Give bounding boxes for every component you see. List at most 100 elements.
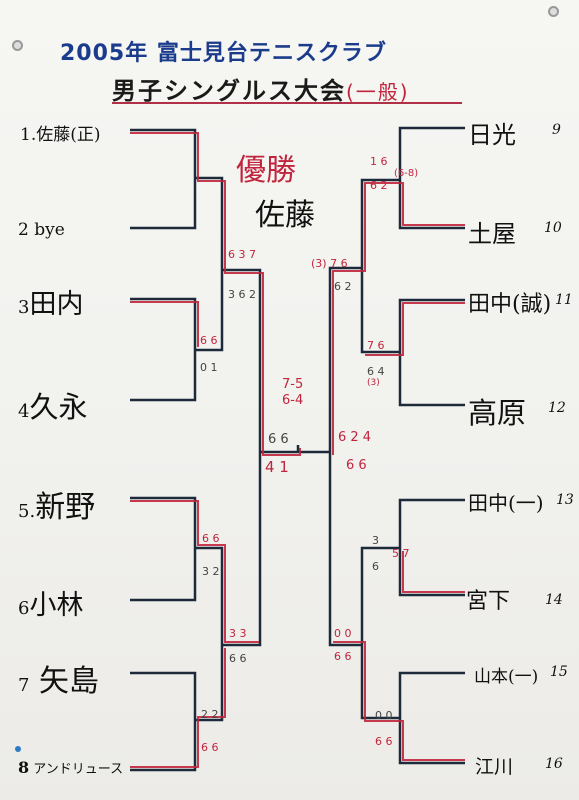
player-9-name: 日光 [468,121,516,149]
score-champ-right-top: 6 2 4 [338,430,372,445]
line-match-3v4 [130,297,197,402]
player-3-num: 3 [18,297,30,318]
winner-label: 優勝 [236,153,296,188]
player-2: 2 bye [18,220,65,240]
player-12-num: 12 [548,400,566,416]
score-r1-15v16-bot: 6 6 [375,735,393,748]
player-3: 3田内 [18,282,83,321]
title-underline [112,102,462,104]
player-6: 6小林 [18,583,83,622]
poster-title-event: 男子シングルス大会(一般) [112,71,472,106]
player-13: 田中(一) [468,487,544,516]
player-12: 高原 [468,390,526,432]
score-sf-right-bot-top: 0 0 [334,627,352,640]
score-r1-5v6-top: 6 6 [202,532,220,545]
player-5-name: 新野 [35,490,96,525]
player-16-num: 16 [545,756,563,772]
score-sf-left-top-bot: 3 6 2 [228,288,256,301]
score-final-left-bot: 6 2 [334,280,352,293]
player-16-name: 江川 [475,756,514,778]
player-11-name: 田中(誠) [468,292,552,317]
line-final-right [328,266,362,647]
score-r1-9v10-tb: (6-8) [394,168,419,179]
player-16: 江川 [475,752,513,779]
player-10: 土屋 [468,214,516,249]
line-sf-left-top [195,176,224,352]
score-r1-9v10-top: 1 6 [370,155,388,168]
score-r1-7v8-top: 2 2 [201,708,219,721]
player-5: 5.新野 [18,482,95,526]
line-sf-right-top [360,178,400,354]
player-8-name: アンドリュース [33,762,124,777]
player-8: 8 アンドリュース [18,758,123,777]
score-r1-3v4-bot: 0 1 [200,361,218,374]
player-15-num: 15 [550,664,568,680]
score-r1-9v10-bot: 6 2 [370,179,388,192]
score-final-left-top: (3) 7 6 [311,257,348,270]
hanging-ring-left [12,40,23,51]
score-sf-right-top-tb: (3) [367,378,380,388]
player-5-num: 5. [18,501,36,522]
score-r1-3v4-top: 6 6 [200,334,218,347]
line-sf-right-bot [360,546,400,720]
player-10-num: 10 [544,220,562,236]
player-8-num: 8 [18,758,30,777]
player-14: 宮下 [466,583,510,615]
score-sf-left-bot-bot: 6 6 [229,652,247,665]
line-match-15v16 [398,671,465,765]
poster-title-year: 2005年 富士見台テニスクラブ [60,41,387,66]
player-14-name: 宮下 [466,589,511,614]
player-1-name: 佐藤(正) [36,125,101,145]
player-2-name: bye [34,220,65,240]
score-sf-left-bot-top: 3 3 [229,627,247,640]
player-9: 日光 [468,115,516,150]
line-match-11v12 [398,298,465,407]
score-r1-5v6-bot: 3 2 [202,565,220,578]
marker-dot [15,746,21,752]
event-name: 男子シングルス大会 [112,77,346,105]
player-13-num: 13 [556,492,574,508]
player-1-num: 1. [20,125,37,145]
player-6-name: 小林 [29,590,84,621]
line-match-5v6 [130,496,197,602]
score-sf-right-top-top: 7 6 [367,339,385,352]
score-r1-15v16-top: 0 0 [375,709,393,722]
player-4-num: 4 [18,401,30,422]
score-champ-bot: 4 1 [265,458,289,476]
score-sf-left-top-top: 6 3 7 [228,248,256,261]
player-14-num: 14 [545,592,563,608]
player-6-num: 6 [18,598,30,619]
player-7-num: 7 [18,675,30,696]
player-11-num: 11 [555,292,573,308]
score-r1-7v8-bot: 6 6 [201,741,219,754]
line-match-9v10 [398,126,465,230]
line-final-left [222,268,262,647]
player-4: 4久永 [18,384,87,426]
score-r1-13v14-top: 3 [372,534,379,547]
player-7-name: 矢島 [39,664,99,699]
score-champ-right-bot: 6 6 [346,458,367,473]
line-match-13v14 [398,498,465,597]
line-match-7v8 [130,671,197,772]
line-match-1v2 [130,128,197,230]
player-9-num: 9 [552,122,561,138]
score-sf-right-bot-bot: 6 6 [334,650,352,663]
score-sf-right-top-bot: 6 4 [367,365,385,378]
player-7: 7 矢島 [18,656,99,700]
score-r1-13v14-set3: 5 7 [392,547,410,560]
event-category: (一般) [346,80,410,104]
score-champ-top: 6 6 [268,432,289,447]
line-sf-left-bot [195,546,224,722]
hanging-ring-right [548,6,559,17]
player-1: 1.佐藤(正) [20,120,101,145]
player-15: 山本(一) [474,662,538,687]
player-10-name: 土屋 [468,220,516,248]
player-11: 田中(誠) [468,286,551,318]
player-15-name: 山本(一) [474,667,539,687]
player-2-num: 2 [18,220,29,240]
player-4-name: 久永 [29,390,88,424]
winner-name: 佐藤 [255,198,315,233]
player-3-name: 田内 [29,289,84,320]
